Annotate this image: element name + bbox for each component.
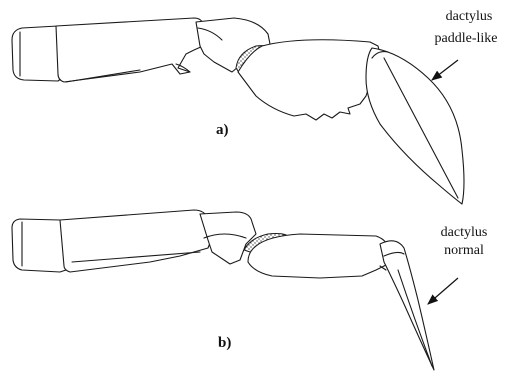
leg-a-callout-arrow [432,60,458,80]
leg-a-propodus [238,40,382,120]
leg-a-drawing [12,18,464,204]
leg-a-merus [56,18,204,82]
leg-b-ischium [12,219,66,272]
leg-b-callout-line2: normal [444,243,484,258]
panel-a-label: a) [216,122,229,138]
leg-b-propodus [248,234,390,278]
leg-b-carpus [200,212,256,264]
leg-b-callout-arrow [428,278,458,304]
leg-a-callout-line2: paddle-like [435,31,498,46]
leg-b-merus [60,210,212,272]
leg-a-callout-line1: dactylus [446,9,493,24]
panel-b-label: b) [218,335,231,351]
leg-b-callout-line1: dactylus [441,225,488,240]
